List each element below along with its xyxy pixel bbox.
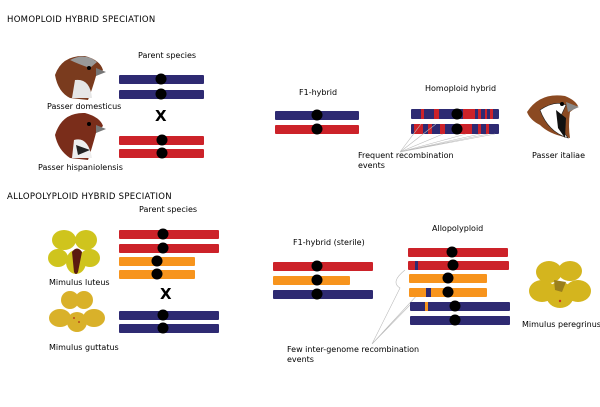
result-species-label: Mimulus peregrinus — [522, 320, 600, 329]
recombination-pointer-lines — [371, 123, 496, 345]
recombination-label: Few inter-genome recombination events — [287, 345, 420, 364]
mimulus-guttatus-flower-illustration — [49, 291, 105, 332]
allopolyploid-chromosomes — [408, 246, 510, 326]
f1-hybrid-label: F1-hybrid — [299, 88, 338, 97]
parent-species-label: Parent species — [138, 51, 197, 60]
recombination-label: Frequent recombination events — [358, 151, 454, 170]
cross-symbol: X — [155, 107, 167, 125]
passer-hispaniolensis-bird-illustration — [55, 112, 106, 160]
f1-hybrid-label: F1-hybrid (sterile) — [293, 238, 365, 247]
allopolyploid-heading: ALLOPOLYPLOID HYBRID SPECIATION — [7, 192, 172, 202]
mimulus-luteus-flower-illustration — [48, 230, 100, 274]
parent1-label: Mimulus luteus — [49, 278, 110, 287]
result-species-label: Passer italiae — [532, 151, 585, 160]
homoploid-hybrid-chromosomes — [411, 108, 499, 135]
homoploid-heading: HOMOPLOID HYBRID SPECIATION — [7, 15, 156, 25]
parent2-label: Mimulus guttatus — [49, 343, 119, 352]
cross-symbol: X — [160, 285, 172, 303]
mimulus-peregrinus-flower-illustration — [529, 261, 591, 308]
parent2-label: Passer hispaniolensis — [38, 163, 123, 172]
passer-italiae-bird-illustration — [527, 95, 579, 139]
homoploid-hybrid-label: Homoploid hybrid — [425, 84, 497, 93]
f1-chromosomes-allopolyploid — [273, 260, 373, 300]
parent-species-label: Parent species — [139, 205, 198, 214]
parent1-label: Passer domesticus — [47, 102, 122, 111]
parent-chromosomes-allopolyploid — [119, 228, 219, 334]
passer-domesticus-bird-illustration — [55, 55, 106, 100]
f1-chromosomes-homoploid — [275, 109, 359, 135]
allopolyploid-label: Allopolyploid — [432, 224, 484, 233]
parent-chromosomes-homoploid — [119, 73, 204, 159]
